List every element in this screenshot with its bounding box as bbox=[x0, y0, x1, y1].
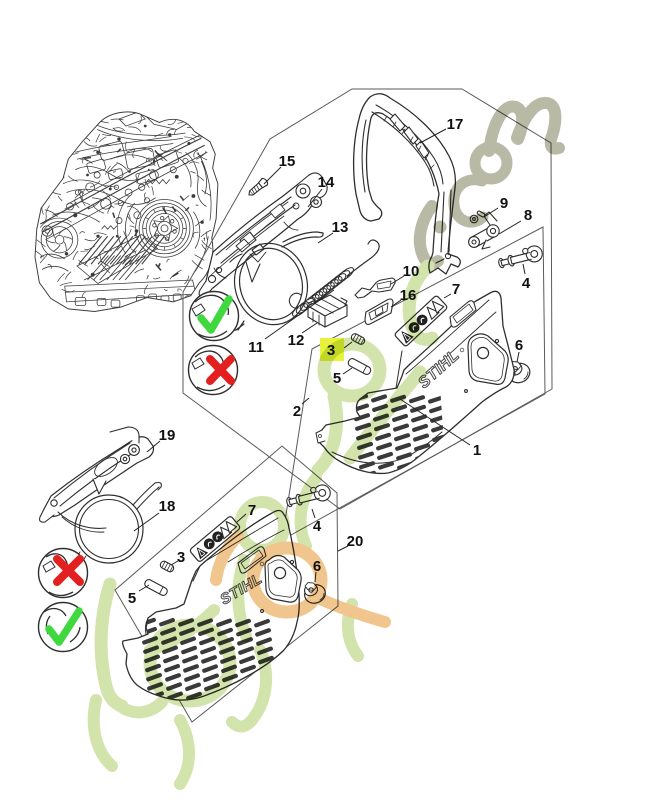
svg-text:12: 12 bbox=[288, 332, 305, 349]
svg-text:13: 13 bbox=[332, 219, 349, 236]
svg-text:15: 15 bbox=[279, 153, 296, 170]
svg-text:8: 8 bbox=[524, 207, 532, 224]
svg-text:3: 3 bbox=[177, 549, 185, 566]
svg-text:11: 11 bbox=[248, 339, 264, 356]
svg-text:4: 4 bbox=[313, 518, 322, 535]
svg-text:2: 2 bbox=[293, 403, 301, 420]
svg-text:4: 4 bbox=[522, 275, 531, 292]
svg-text:7: 7 bbox=[452, 281, 460, 298]
svg-text:5: 5 bbox=[333, 370, 341, 387]
svg-text:1: 1 bbox=[473, 442, 481, 459]
svg-text:6: 6 bbox=[515, 337, 523, 354]
svg-text:18: 18 bbox=[159, 498, 176, 515]
svg-text:5: 5 bbox=[128, 590, 136, 607]
svg-text:17: 17 bbox=[447, 116, 464, 133]
svg-text:19: 19 bbox=[159, 427, 176, 444]
svg-text:20: 20 bbox=[347, 533, 364, 550]
svg-text:9: 9 bbox=[500, 195, 508, 212]
svg-text:14: 14 bbox=[318, 174, 335, 191]
